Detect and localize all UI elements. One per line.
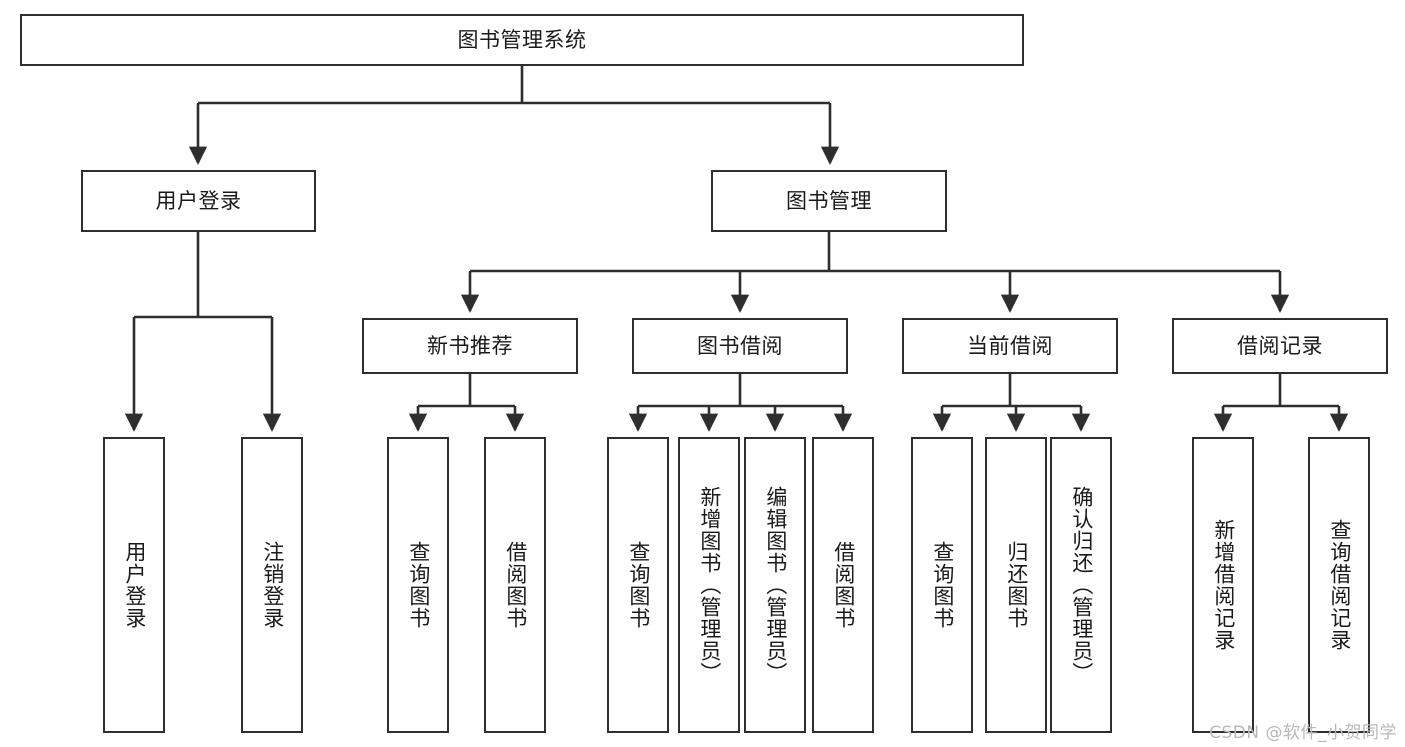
node-leaf-query-book-3-label: 查询图书 [930, 541, 955, 629]
node-leaf-add-borrow-record[interactable]: 新增借阅记录 [1192, 437, 1254, 733]
node-leaf-query-book-2[interactable]: 查询图书 [607, 437, 669, 733]
node-new-book-recommend-label: 新书推荐 [427, 333, 513, 358]
node-current-borrow-label: 当前借阅 [967, 333, 1053, 358]
node-leaf-query-book-1-label: 查询图书 [406, 541, 431, 629]
node-new-book-recommend[interactable]: 新书推荐 [362, 318, 578, 374]
node-leaf-query-book-2-label: 查询图书 [626, 541, 651, 629]
csdn-watermark: CSDN @软件_小贺同学 [1209, 723, 1397, 743]
node-leaf-borrow-book-1[interactable]: 借阅图书 [484, 437, 546, 733]
node-leaf-edit-book-label: 编辑图书（管理员） [763, 486, 788, 684]
node-leaf-borrow-book-1-label: 借阅图书 [503, 541, 528, 629]
node-book-borrow-label: 图书借阅 [697, 333, 783, 358]
node-leaf-user-login-label: 用户登录 [122, 541, 147, 629]
node-leaf-logout-login[interactable]: 注销登录 [241, 437, 303, 733]
node-book-manage-label: 图书管理 [786, 188, 872, 213]
node-user-login[interactable]: 用户登录 [81, 170, 316, 232]
node-leaf-query-borrow-record-label: 查询借阅记录 [1327, 519, 1352, 651]
node-leaf-confirm-return-label: 确认归还（管理员） [1069, 486, 1094, 684]
node-leaf-edit-book[interactable]: 编辑图书（管理员） [744, 437, 806, 733]
node-leaf-return-book[interactable]: 归还图书 [985, 437, 1047, 733]
node-book-borrow[interactable]: 图书借阅 [632, 318, 848, 374]
node-leaf-borrow-book-2[interactable]: 借阅图书 [812, 437, 874, 733]
node-root[interactable]: 图书管理系统 [20, 14, 1024, 66]
node-borrow-record[interactable]: 借阅记录 [1172, 318, 1388, 374]
node-leaf-query-borrow-record[interactable]: 查询借阅记录 [1308, 437, 1370, 733]
node-leaf-add-book-label: 新增图书（管理员） [697, 486, 722, 684]
node-leaf-user-login[interactable]: 用户登录 [103, 437, 165, 733]
node-user-login-label: 用户登录 [155, 188, 242, 213]
node-leaf-logout-login-label: 注销登录 [260, 541, 285, 629]
node-leaf-add-book[interactable]: 新增图书（管理员） [678, 437, 740, 733]
node-leaf-add-borrow-record-label: 新增借阅记录 [1211, 519, 1236, 651]
node-leaf-borrow-book-2-label: 借阅图书 [831, 541, 856, 629]
node-leaf-query-book-1[interactable]: 查询图书 [387, 437, 449, 733]
node-leaf-confirm-return[interactable]: 确认归还（管理员） [1050, 437, 1112, 733]
node-borrow-record-label: 借阅记录 [1237, 333, 1323, 358]
node-leaf-return-book-label: 归还图书 [1004, 541, 1029, 629]
node-current-borrow[interactable]: 当前借阅 [902, 318, 1118, 374]
node-root-label: 图书管理系统 [457, 27, 587, 52]
node-leaf-query-book-3[interactable]: 查询图书 [911, 437, 973, 733]
node-book-manage[interactable]: 图书管理 [711, 170, 947, 232]
